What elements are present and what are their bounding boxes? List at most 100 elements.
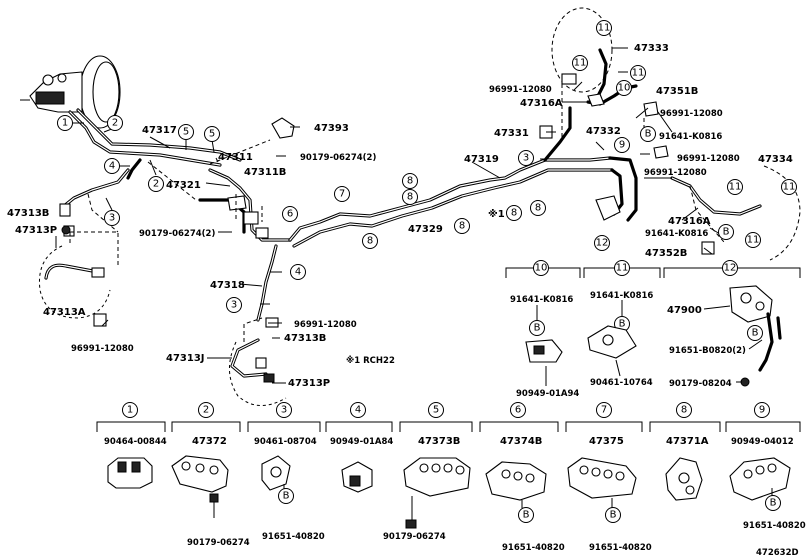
callout-7: 7 xyxy=(339,189,345,200)
label-47334: 47334 xyxy=(758,154,793,165)
callout-11: 11 xyxy=(574,58,587,69)
label-91641-k0816-a: 91641-K0816 xyxy=(659,132,722,142)
label-47313j: 47313J xyxy=(166,353,205,364)
callout-11: 11 xyxy=(729,182,742,193)
table-part-5: 47373B xyxy=(418,436,460,447)
callout-8: 8 xyxy=(407,192,413,203)
callout-5: 5 xyxy=(183,127,189,138)
callout-B: B xyxy=(534,323,541,334)
hose-loops xyxy=(38,7,801,406)
clamp-5-drawing xyxy=(403,457,471,529)
label-47311: 47311 xyxy=(218,152,253,163)
label-90179-06274-2a: 90179-06274(2) xyxy=(300,153,376,163)
star-mark: ※1 xyxy=(488,208,505,220)
table-callout-6: 6 xyxy=(515,405,521,416)
table-callout-8: 8 xyxy=(681,405,687,416)
callout-8: 8 xyxy=(407,176,413,187)
table-callout-3: 3 xyxy=(281,405,287,416)
label-47316a-b: 47316A xyxy=(668,216,711,227)
label-47351b: 47351B xyxy=(656,86,698,97)
callout-4: 4 xyxy=(109,161,115,172)
label-47313b-b: 47313B xyxy=(284,333,326,344)
table-callout-2: 2 xyxy=(203,405,209,416)
callout-B: B xyxy=(752,328,759,339)
callout-9: 9 xyxy=(619,140,625,151)
label-47332: 47332 xyxy=(586,126,621,137)
callout-11: 11 xyxy=(632,68,645,79)
callout-3: 3 xyxy=(109,213,115,224)
callout-circles: 1 2 4 2 3 5 5 6 4 3 7 8 8 8 8 8 8 3 9 12… xyxy=(57,20,797,341)
clamp-1-drawing xyxy=(107,457,153,489)
label-91641-k0816-b: 91641-K0816 xyxy=(645,229,708,239)
table-callout-B: B xyxy=(770,498,777,509)
table-bolt-9: 91651-40820 xyxy=(743,521,806,531)
callout-4: 4 xyxy=(295,267,301,278)
label-47313a: 47313A xyxy=(43,307,86,318)
table-callout-7: 7 xyxy=(601,405,607,416)
label-47329: 47329 xyxy=(408,224,443,235)
clamp-4-drawing xyxy=(341,461,373,493)
label-47317: 47317 xyxy=(142,125,177,136)
callout-8: 8 xyxy=(459,221,465,232)
table-part-1: 90464-00844 xyxy=(104,437,167,447)
label-90179-06274-2b: 90179-06274(2) xyxy=(139,229,215,239)
rch22-note: ※1 RCH22 xyxy=(346,355,395,366)
label-47331: 47331 xyxy=(494,128,529,139)
label-96991-12080-e: 96991-12080 xyxy=(677,154,740,164)
table-bolt-3: 91651-40820 xyxy=(262,532,325,542)
table-part-2: 47372 xyxy=(192,436,227,447)
callout-3: 3 xyxy=(231,300,237,311)
callout-11: 11 xyxy=(747,235,760,246)
callout-8: 8 xyxy=(511,208,517,219)
label-47321: 47321 xyxy=(166,180,201,191)
table-callout-4: 4 xyxy=(355,405,361,416)
callout-2: 2 xyxy=(153,179,159,190)
label-96991-12080-b: 96991-12080 xyxy=(294,320,357,330)
table-part-7: 47375 xyxy=(589,436,624,447)
part-labels: 47393 47317 90179-06274(2) 47311 47321 4… xyxy=(7,43,793,389)
detail-label-90949-01a94: 90949-01A94 xyxy=(516,389,579,399)
callout-11: 11 xyxy=(598,23,611,34)
label-96991-12080-c: 96991-12080 xyxy=(489,85,552,95)
table-bolt-7: 91651-40820 xyxy=(589,543,652,553)
brake-booster-drawing xyxy=(20,55,121,129)
detail-callout-12: 12 xyxy=(724,263,737,274)
table-callout-B: B xyxy=(283,491,290,502)
table-callout-9: 9 xyxy=(759,405,765,416)
label-47333: 47333 xyxy=(634,43,669,54)
table-part-3: 90461-08704 xyxy=(254,437,317,447)
brake-pipes xyxy=(62,48,762,322)
callout-B: B xyxy=(619,319,626,330)
label-47393: 47393 xyxy=(314,123,349,134)
label-96991-12080-a: 96991-12080 xyxy=(71,344,134,354)
label-47900: 47900 xyxy=(667,305,702,316)
callout-2: 2 xyxy=(112,118,118,129)
table-bolt-6: 91651-40820 xyxy=(502,543,565,553)
callout-8: 8 xyxy=(367,236,373,247)
detail-label-91641-k0816-d: 91641-K0816 xyxy=(590,291,653,301)
clamp-2-drawing xyxy=(171,455,229,518)
table-part-4: 90949-01A84 xyxy=(330,437,393,447)
drawing-number: 472632D xyxy=(756,548,799,558)
callout-B: B xyxy=(645,129,652,140)
label-47313b-a: 47313B xyxy=(7,208,49,219)
callout-B: B xyxy=(723,227,730,238)
clamp-6-drawing: B xyxy=(485,461,547,523)
callout-1: 1 xyxy=(62,118,68,129)
detail-callout-11: 11 xyxy=(616,263,629,274)
label-47311b: 47311B xyxy=(244,167,286,178)
label-96991-12080-f: 96991-12080 xyxy=(644,168,707,178)
callout-12: 12 xyxy=(596,238,609,249)
label-47313p-a: 47313P xyxy=(15,225,57,236)
label-47313p-b: 47313P xyxy=(288,378,330,389)
callout-10: 10 xyxy=(618,83,631,94)
label-47352b: 47352B xyxy=(645,248,687,259)
callout-8: 8 xyxy=(535,203,541,214)
callout-6: 6 xyxy=(287,209,293,220)
label-91651-b0820-2: 91651-B0820(2) xyxy=(669,346,746,356)
detail-groups-10-11-12: 10 11 12 91641-K0816 91641-K0816 90949-0… xyxy=(505,260,801,399)
label-47318: 47318 xyxy=(210,280,245,291)
table-callout-1: 1 xyxy=(127,405,133,416)
